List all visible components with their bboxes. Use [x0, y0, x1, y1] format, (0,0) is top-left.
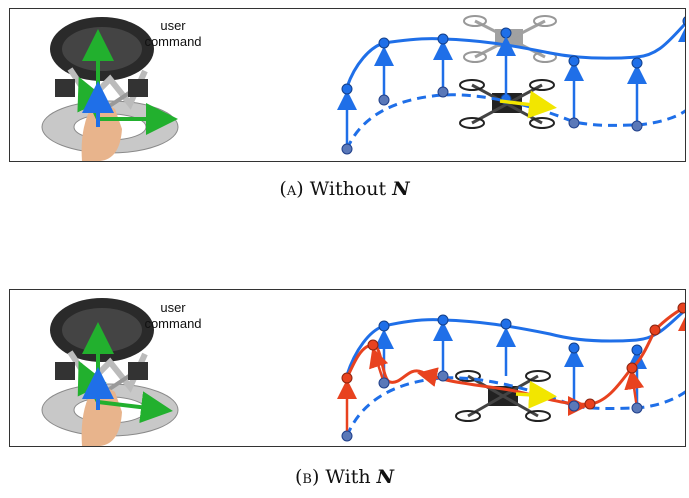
path-nodes: [341, 302, 685, 442]
panel-b-figure: user command: [41, 298, 685, 446]
user-command-label-line1: user: [160, 300, 186, 315]
path-nodes: [341, 16, 685, 155]
panel-a: user command: [9, 8, 686, 162]
velocity-arrow-yellow: [499, 90, 557, 119]
panel-b: user command: [9, 289, 686, 447]
caption-a-symbol: N: [392, 178, 410, 200]
caption-b-symbol: N: [376, 466, 394, 488]
haptic-device-illustration: [41, 17, 179, 161]
haptic-device-illustration: [41, 298, 179, 446]
user-command-label-line2: command: [144, 34, 201, 49]
caption-b-text: With: [325, 466, 371, 488]
caption-b: (b) With N: [0, 466, 689, 488]
panel-a-figure: user command: [41, 15, 685, 161]
caption-a-prefix: (a): [279, 178, 304, 200]
caption-a-text: Without: [309, 178, 387, 200]
null-space-arrows: [337, 311, 685, 436]
offset-arrows: [337, 22, 685, 147]
user-command-label-line2: command: [144, 316, 201, 331]
user-command-label-line1: user: [160, 18, 186, 33]
drone-ghost-icon: [463, 15, 557, 63]
caption-b-prefix: (b): [294, 466, 320, 488]
caption-a: (a) Without N: [0, 178, 689, 200]
velocity-arrow-yellow: [515, 380, 557, 409]
